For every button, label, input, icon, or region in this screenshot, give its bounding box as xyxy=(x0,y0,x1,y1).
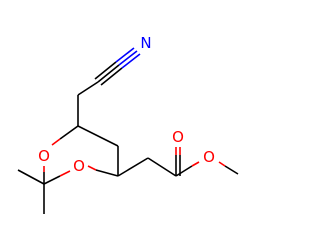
triple-bond-line-2-n xyxy=(115,47,135,63)
ring-bond-c2-o3-red xyxy=(59,170,71,177)
nitrile-group: N xyxy=(94,34,152,86)
triple-bond-line-1 xyxy=(97,64,120,83)
ring-oxygen-upper-label: O xyxy=(38,147,50,165)
dioxane-ring: O O xyxy=(38,125,119,185)
ring-bond-c6-o1 xyxy=(59,125,79,140)
ester-ch2-bond xyxy=(117,157,149,177)
ch2-bond-top-b xyxy=(77,81,99,96)
ester-carbon-bond xyxy=(147,157,177,177)
ring-bond-c6-c5 xyxy=(77,125,119,147)
triple-bond-line-3 xyxy=(100,67,123,86)
ester-oxygen-label: O xyxy=(203,148,215,166)
carbonyl-oxygen-label: O xyxy=(172,128,184,146)
ring-bond-c2-o3 xyxy=(43,175,61,185)
nitrogen-atom-label: N xyxy=(140,34,151,52)
ring-bond-c6-o1-red xyxy=(51,138,61,146)
triple-bond-line-3-n xyxy=(121,53,141,69)
methoxy-bond xyxy=(224,165,239,175)
triple-bond-line-1-n xyxy=(118,50,138,66)
triple-bond-line-2 xyxy=(94,61,117,80)
structure-diagram: N O O xyxy=(17,34,239,214)
ring-oxygen-lower-label: O xyxy=(73,157,85,175)
molecule-drawing: N O O xyxy=(17,34,239,214)
ester-oxygen-bond-red xyxy=(191,161,200,167)
ester-oxygen-bond xyxy=(175,165,193,177)
methyl-bond-left xyxy=(17,169,45,185)
ring-bond-o3-c4-red xyxy=(87,165,97,171)
ring-bond-o3-c4 xyxy=(95,169,119,177)
methoxy-bond-red xyxy=(218,161,226,167)
